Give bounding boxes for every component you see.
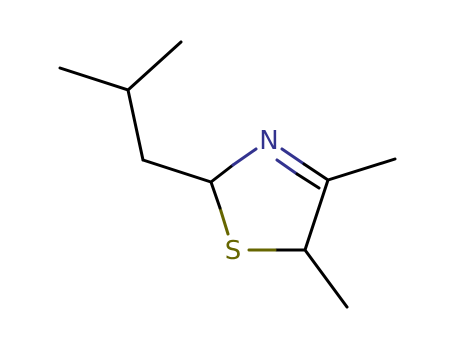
- atom-label-nitrogen: N: [259, 126, 278, 156]
- bond-ch3b-ch: [126, 40, 183, 92]
- bond-s-c2-colored: [218, 206, 230, 236]
- bond-ch3a-ch: [58, 66, 130, 92]
- bond-n-c4: [302, 162, 330, 182]
- bond-n-c4-inner-colored: [275, 158, 299, 176]
- atom-label-sulfur: S: [225, 236, 242, 266]
- bond-c2-n: [209, 163, 235, 184]
- bond-c5-methyl: [303, 248, 349, 309]
- bond-n-c4-inner: [295, 172, 321, 190]
- bond-c4-c5: [303, 178, 330, 252]
- bond-c2-n-colored: [231, 147, 258, 167]
- bond-ch-ch2: [126, 88, 145, 162]
- bond-n-c4-colored: [280, 147, 306, 166]
- bond-s-c2: [209, 180, 222, 210]
- bond-ch2-c2: [141, 158, 213, 184]
- bond-c4-methyl: [326, 157, 397, 182]
